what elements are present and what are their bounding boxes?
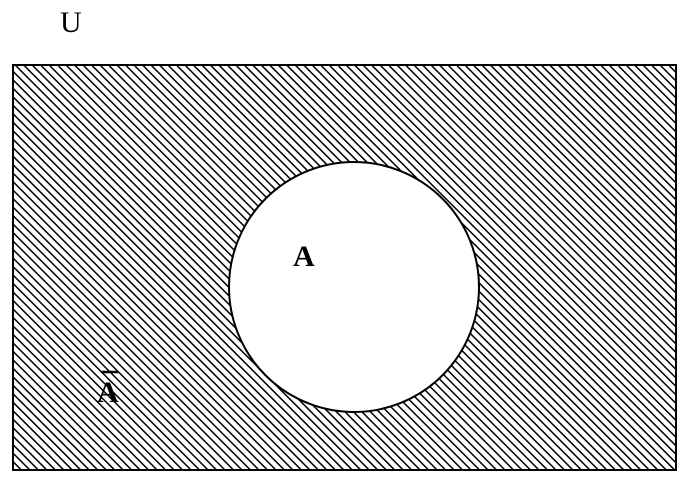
set-a-circle — [228, 161, 480, 413]
set-a-label: A — [293, 240, 315, 273]
complement-label: A — [97, 370, 119, 409]
complement-letter: A — [97, 376, 119, 409]
universe-label: U — [60, 6, 82, 39]
